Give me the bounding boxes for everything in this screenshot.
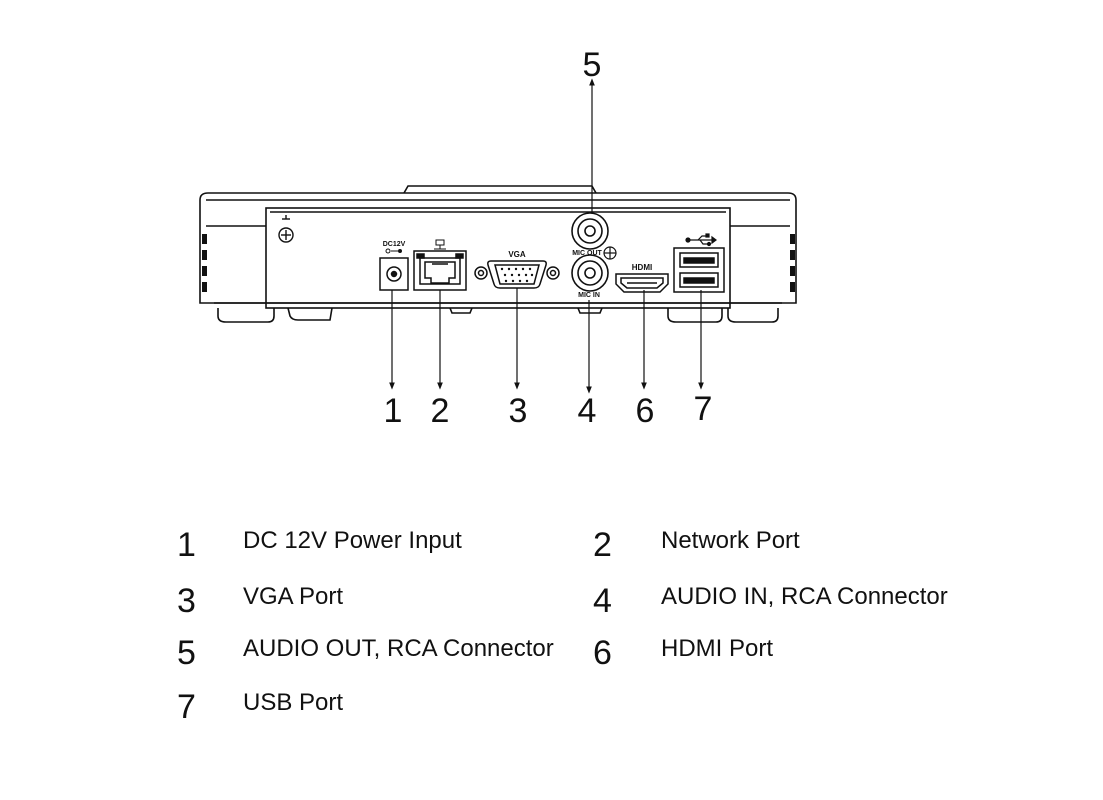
left-foot <box>217 308 275 323</box>
vga-port[interactable] <box>474 260 560 289</box>
top-ridge <box>403 185 597 194</box>
legend-label-1: DC 12V Power Input <box>243 527 462 554</box>
legend-label-7: USB Port <box>243 689 344 716</box>
callout-6: 6 <box>636 392 655 430</box>
back-panel <box>265 207 731 309</box>
vga-marking: VGA <box>508 250 526 259</box>
dc-marking: DC12V <box>383 241 406 248</box>
legend-label-5: AUDIO OUT, RCA Connector <box>243 635 554 662</box>
legend-label-2: Network Port <box>661 527 800 554</box>
legend-label-3: VGA Port <box>243 583 344 610</box>
dc-power-port[interactable] <box>379 257 409 291</box>
legend-number-4: 4 <box>593 582 612 620</box>
callout-3: 3 <box>509 392 528 430</box>
legend-number-1: 1 <box>177 526 196 564</box>
audio-in-connector[interactable] <box>571 254 609 292</box>
hdmi-marking: HDMI <box>632 263 652 272</box>
audio-out-connector[interactable] <box>571 212 609 250</box>
callout-5: 5 <box>583 46 602 84</box>
chassis-outline <box>199 192 797 304</box>
ground-symbol-icon <box>603 246 617 260</box>
legend-number-6: 6 <box>593 634 612 672</box>
vga-pins <box>500 267 534 283</box>
legend-number-2: 2 <box>593 526 612 564</box>
rear-panel-diagram: DC12V VGA MIC OUT MI <box>199 46 797 430</box>
callout-7: 7 <box>694 390 713 428</box>
legend-number-7: 7 <box>177 688 196 726</box>
hdmi-port[interactable] <box>615 273 669 293</box>
usb-icon <box>685 233 717 247</box>
legend-label-6: HDMI Port <box>661 635 774 662</box>
usb-ports[interactable] <box>673 247 725 293</box>
callout-4: 4 <box>578 392 597 430</box>
legend-label-4: AUDIO IN, RCA Connector <box>661 583 948 610</box>
ground-icon <box>278 215 294 243</box>
legend-number-5: 5 <box>177 634 196 672</box>
mic-in-marking: MIC IN <box>578 292 600 299</box>
network-port[interactable] <box>413 250 467 291</box>
callout-2: 2 <box>431 392 450 430</box>
right-foot <box>667 308 723 323</box>
callout-1: 1 <box>384 392 403 430</box>
network-icon <box>434 239 446 250</box>
mic-out-marking: MIC OUT <box>572 250 602 257</box>
legend-number-3: 3 <box>177 582 196 620</box>
dc-polarity-icon <box>385 248 402 254</box>
